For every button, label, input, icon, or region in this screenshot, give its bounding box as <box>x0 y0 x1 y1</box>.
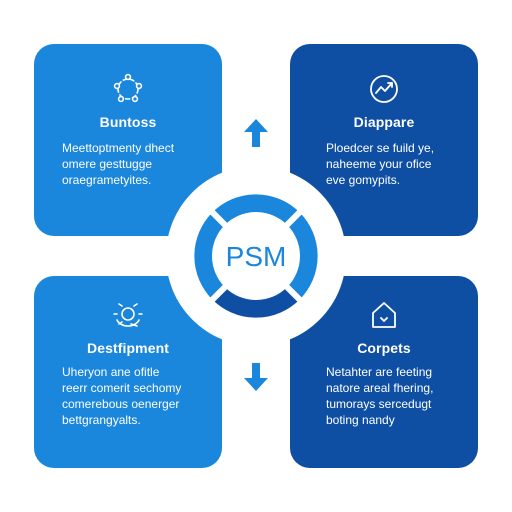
gear-hand-icon <box>111 298 145 332</box>
card-title: Destfipment <box>87 340 169 356</box>
card-title: Corpets <box>357 340 411 356</box>
center-hub: PSM <box>166 166 346 346</box>
card-description: Ploedcer se fuild ye, naheeme your ofice… <box>326 140 468 188</box>
card-description-line: eve gomypits. <box>326 173 401 187</box>
house-icon <box>367 298 401 332</box>
center-label: PSM <box>226 241 287 272</box>
card-description-line: omere gesttugge <box>62 157 153 171</box>
card-description-line: Meettoptmenty dhect <box>62 141 175 155</box>
network-cycle-icon <box>111 72 145 106</box>
card-description: Meettoptmenty dhect omere gesttugge orae… <box>62 140 208 188</box>
card-description-line: tumorays sercedugt <box>326 397 432 411</box>
card-description-line: comerebous oenerger <box>62 397 180 411</box>
card-description-line: oraegrametyites. <box>62 173 152 187</box>
card-description-line: bettgrangyalts. <box>62 413 141 427</box>
card-description-line: Uheryon ane ofitle <box>62 365 160 379</box>
card-description-line: Ploedcer se fuild ye, <box>326 141 435 155</box>
card-description-line: natore areal fhering, <box>326 381 434 395</box>
card-description: Netahter are feeting natore areal fherin… <box>326 364 470 428</box>
card-description-line: naheeme your ofice <box>326 157 432 171</box>
card-title: Buntoss <box>99 114 157 130</box>
card-description-line: boting nandy <box>326 413 395 427</box>
card-description-line: reerr comerit sechomy <box>62 381 182 395</box>
card-description: Uheryon ane ofitle reerr comerit sechomy… <box>62 364 214 428</box>
arrow-up-icon <box>243 118 269 148</box>
arrow-down-icon <box>243 362 269 392</box>
card-buntoss: Buntoss Meettoptmenty dhect omere gesttu… <box>34 44 222 236</box>
card-description-line: Netahter are feeting <box>326 365 433 379</box>
card-title: Diappare <box>353 114 415 130</box>
trend-chart-icon <box>367 72 401 106</box>
